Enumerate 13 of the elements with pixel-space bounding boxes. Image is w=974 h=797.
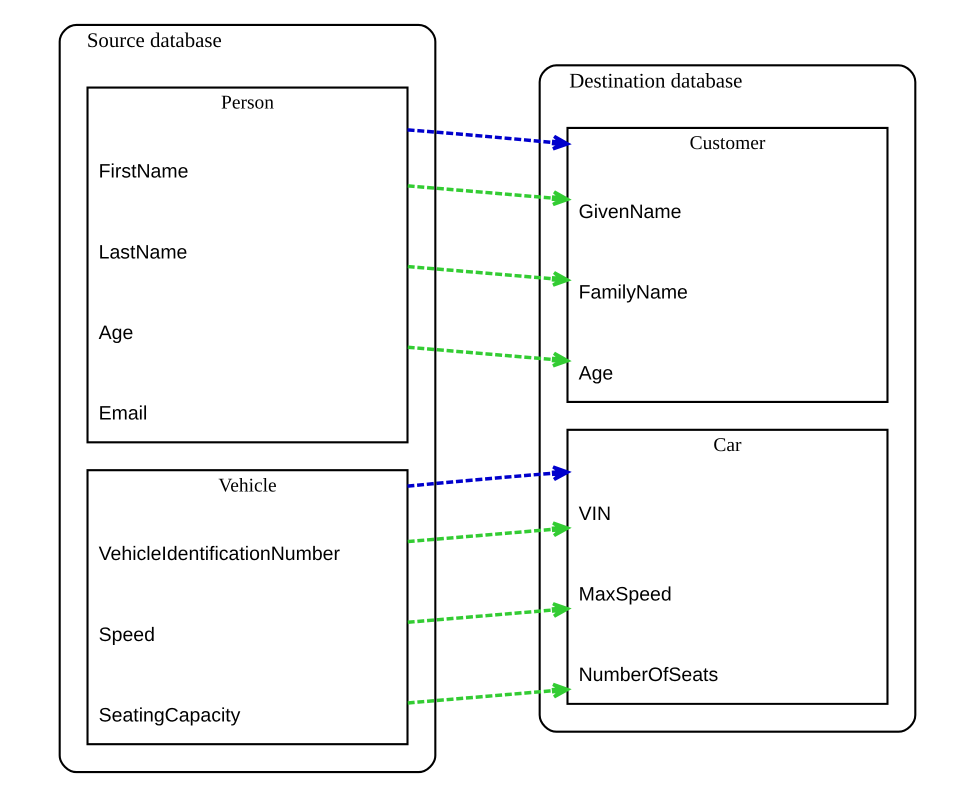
node-text: Age <box>98 322 133 344</box>
node-text: GivenName <box>578 200 681 223</box>
node-text: Email <box>98 402 147 425</box>
node-text: VIN <box>578 502 611 525</box>
node-text: VehicleIdentificationNumber <box>98 543 340 566</box>
node-text: LastName <box>98 241 187 264</box>
node-text: SeatingCapacity <box>98 704 240 727</box>
node-text: FamilyName <box>578 282 688 304</box>
node-text: NumberOfSeats <box>578 664 718 686</box>
node-text: Age <box>578 362 613 384</box>
node-text: MaxSpeed <box>578 584 672 606</box>
node-text: FirstName <box>98 160 188 183</box>
node-text: Speed <box>98 624 154 646</box>
